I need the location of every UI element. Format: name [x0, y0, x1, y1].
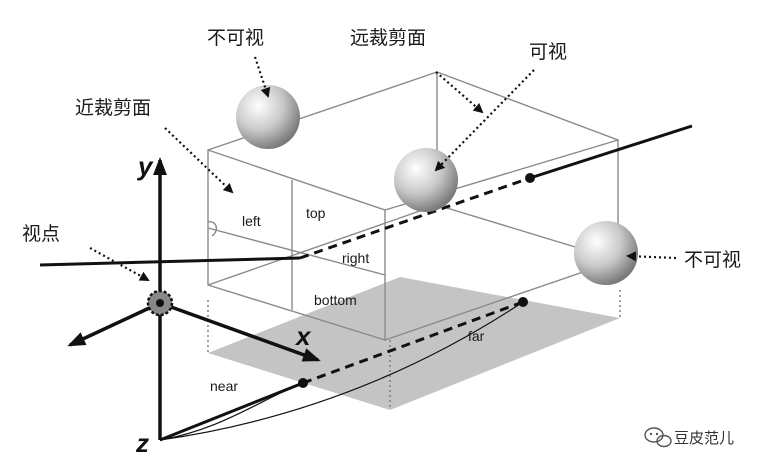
axis-label-x: x — [294, 321, 312, 351]
sphere-visible — [394, 148, 458, 212]
label-visible: 可视 — [529, 41, 567, 63]
label-invisible-top: 不可视 — [207, 27, 264, 49]
wechat-icon — [644, 427, 672, 448]
ground-shadow — [208, 277, 620, 410]
depth-line — [159, 300, 524, 442]
label-right: right — [342, 250, 369, 266]
sphere-invisible-top — [236, 85, 300, 149]
view-ray — [39, 124, 693, 267]
label-near: near — [210, 378, 238, 394]
label-bottom: bottom — [314, 292, 357, 308]
axis-label-y: y — [136, 151, 154, 181]
watermark: 豆皮范儿 — [644, 427, 734, 448]
label-viewpoint: 视点 — [22, 223, 60, 245]
label-top: top — [306, 205, 326, 221]
viewpoint-eye-icon — [146, 289, 174, 317]
label-far-clip: 远裁剪面 — [350, 27, 426, 49]
x-axis-line — [159, 301, 321, 362]
label-far: far — [468, 328, 485, 344]
sphere-invisible-right — [574, 221, 638, 285]
x-axis-neg — [67, 301, 161, 347]
label-invisible-right: 不可视 — [684, 249, 741, 271]
label-near-clip: 近裁剪面 — [75, 97, 151, 119]
label-left: left — [242, 213, 261, 229]
leader-arrows — [89, 56, 677, 281]
near-point — [298, 378, 308, 388]
far-point — [518, 297, 528, 307]
far-ray-point — [525, 173, 535, 183]
coordinate-axes — [67, 157, 321, 440]
watermark-text: 豆皮范儿 — [674, 429, 734, 447]
axis-label-z: z — [135, 428, 149, 458]
